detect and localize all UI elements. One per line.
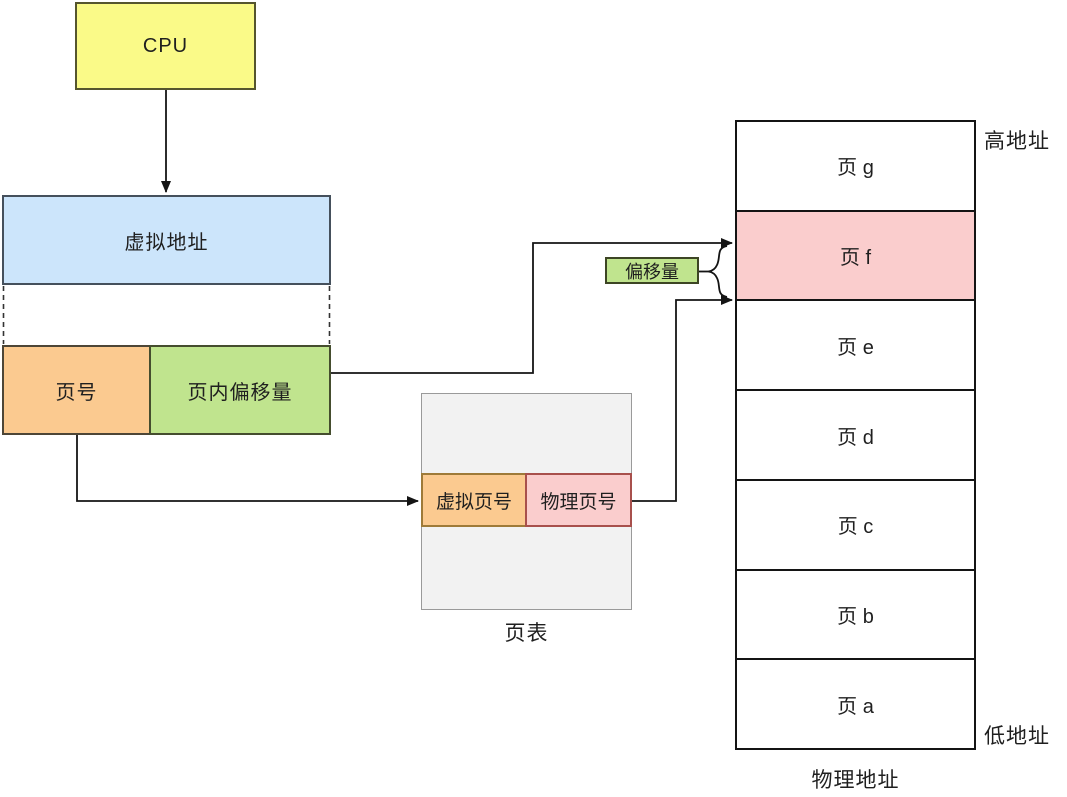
page-offset-label: 页内偏移量: [187, 381, 293, 404]
page-number-box: 页号: [2, 345, 151, 435]
virtual-address-label: 虚拟地址: [124, 231, 209, 254]
memory-row-page-b: 页 b: [737, 568, 974, 659]
memory-row-label: 页 f: [839, 247, 872, 270]
memory-row-label: 页 e: [837, 336, 874, 359]
offset-tag-box: 偏移量: [605, 257, 699, 284]
offset-brace: [708, 245, 728, 298]
physical-page-number-cell: 物理页号: [525, 473, 632, 527]
physical-memory-column: 页 g 页 f 页 e 页 d 页 c 页 b 页 a: [735, 120, 976, 750]
virtual-page-number-cell: 虚拟页号: [421, 473, 527, 527]
memory-row-label: 页 c: [837, 516, 874, 539]
memory-row-page-a: 页 a: [737, 658, 974, 749]
memory-row-page-f: 页 f: [737, 209, 974, 300]
arrow-physical-page-to-page-f-bottom: [632, 295, 733, 502]
page-table-caption: 页表: [504, 622, 549, 645]
cpu-label: CPU: [142, 34, 189, 57]
memory-row-label: 页 b: [837, 605, 874, 628]
memory-row-label: 页 a: [837, 695, 874, 718]
arrow-page-number-to-page-table: [76, 435, 419, 506]
memory-row-page-c: 页 c: [737, 478, 974, 569]
low-address-label: 低地址: [984, 725, 1050, 748]
page-number-label: 页号: [55, 381, 98, 404]
memory-row-page-e: 页 e: [737, 299, 974, 390]
memory-row-page-g: 页 g: [737, 122, 974, 210]
page-offset-box: 页内偏移量: [149, 345, 331, 435]
memory-row-page-d: 页 d: [737, 389, 974, 479]
virtual-page-number-label: 虚拟页号: [435, 491, 512, 513]
physical-page-number-label: 物理页号: [540, 491, 617, 513]
physical-address-caption: 物理地址: [811, 769, 900, 792]
high-address-label: 高地址: [984, 130, 1050, 153]
virtual-address-box: 虚拟地址: [2, 195, 331, 285]
cpu-box: CPU: [75, 2, 256, 90]
memory-row-label: 页 g: [837, 157, 874, 180]
memory-row-label: 页 d: [837, 426, 874, 449]
offset-tag-label: 偏移量: [625, 261, 679, 282]
